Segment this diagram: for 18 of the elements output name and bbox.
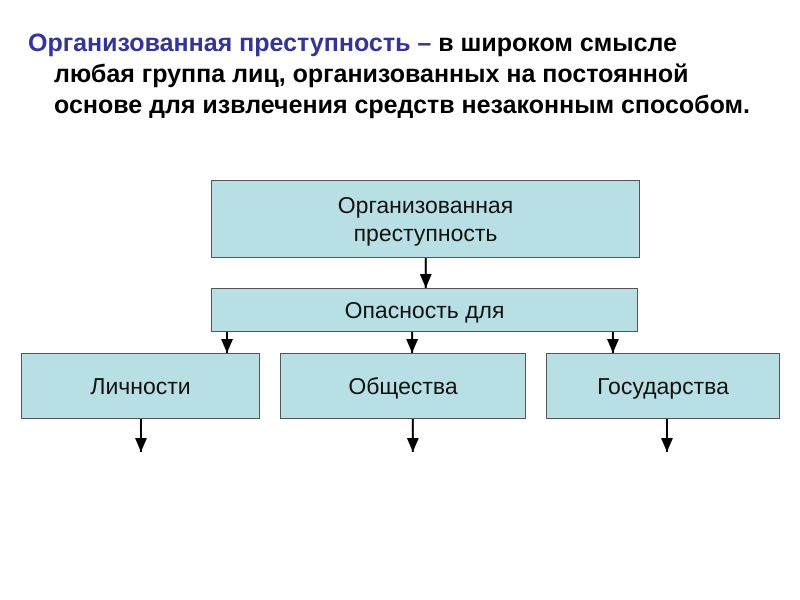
arrow	[606, 332, 619, 353]
box-label: Организованная преступность	[336, 191, 514, 247]
process-box	[211, 180, 640, 258]
arrow	[134, 419, 147, 452]
arrow	[406, 419, 419, 452]
definition-heading: Организованная преступность – в широком смысле любая группа лиц, организованных на постоянной основе для извлечения средств незаконным способом.	[28, 28, 751, 121]
box-label: Государства	[597, 372, 729, 400]
box-label: Опасность для	[344, 296, 504, 324]
arrow	[406, 332, 418, 353]
arrow	[660, 419, 673, 452]
process-box	[211, 288, 638, 332]
box-label: Общества	[348, 372, 458, 400]
process-box	[21, 353, 260, 419]
process-box	[280, 353, 526, 419]
arrow	[221, 332, 234, 353]
process-box	[546, 353, 780, 419]
arrow	[420, 258, 432, 288]
box-label: Личности	[90, 372, 191, 400]
